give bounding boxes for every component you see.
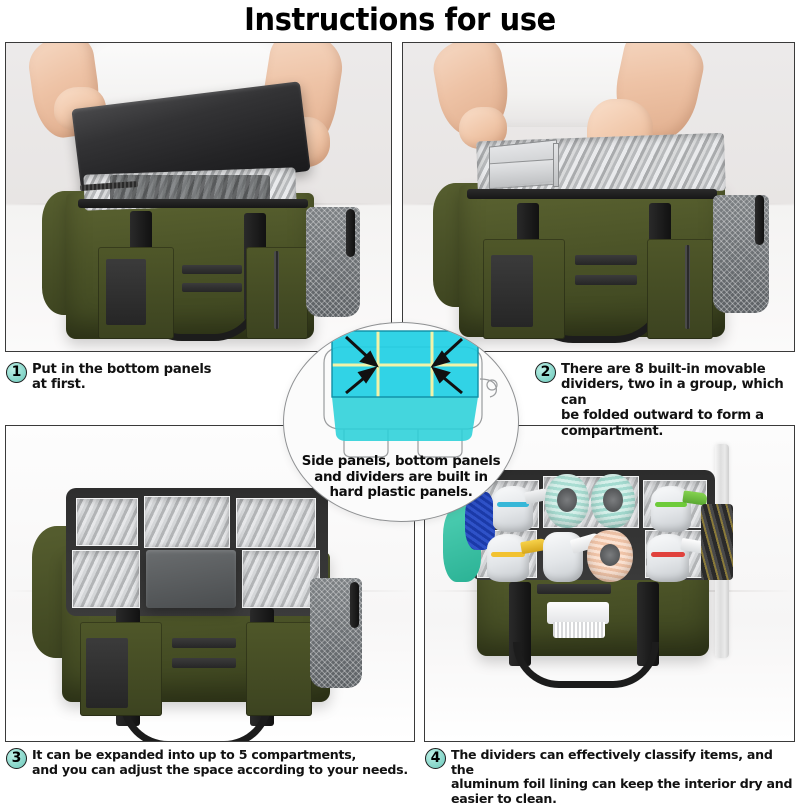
scene-1 xyxy=(6,43,391,351)
bag-top-rim xyxy=(467,189,717,199)
side-pocket-right xyxy=(647,239,713,339)
bottle-label-3 xyxy=(491,552,525,557)
step-2-photo xyxy=(402,42,795,352)
bag-top-rim xyxy=(78,199,308,208)
roll-core-3 xyxy=(600,544,620,566)
compartment-2 xyxy=(144,496,230,548)
arrow-bottom-left xyxy=(345,366,378,395)
interior-shadow xyxy=(110,175,270,203)
page-title: Instructions for use xyxy=(244,2,556,38)
side-zipper xyxy=(274,251,279,329)
caption-step-4: 4 The dividers can effectively classify … xyxy=(425,747,797,806)
velcro-flap xyxy=(491,255,533,327)
compartment-1 xyxy=(76,498,138,546)
bottle-label-1 xyxy=(497,502,529,507)
arrow-top-left xyxy=(344,335,379,368)
step-badge-3: 3 xyxy=(6,748,27,769)
arrow-top-right xyxy=(430,337,464,368)
bottle-label-5 xyxy=(651,552,685,557)
carry-handle-loop xyxy=(513,642,659,688)
shoulder-strap-clip xyxy=(755,195,764,245)
step-1-photo xyxy=(5,42,392,352)
caption-text-4: The dividers can effectively classify it… xyxy=(451,747,793,806)
step-badge-4: 4 xyxy=(425,748,446,769)
scene-3 xyxy=(6,426,414,741)
bottle-label-2 xyxy=(655,502,687,507)
scrub-brush xyxy=(547,602,609,624)
step-badge-1: 1 xyxy=(6,362,27,383)
side-tools-pocket xyxy=(701,504,733,580)
center-callout: Side panels, bottom panels and dividers … xyxy=(283,322,519,522)
caption-text-3: It can be expanded into up to 5 compartm… xyxy=(32,747,408,777)
tool-loop-strip-1 xyxy=(172,638,236,648)
scene-4 xyxy=(425,426,794,741)
center-bottom-panel xyxy=(146,550,236,608)
step-badge-2: 2 xyxy=(535,362,556,383)
panel-arrows xyxy=(344,335,464,395)
caption-text-2: There are 8 built-in movable dividers, t… xyxy=(561,362,784,439)
callout-diagram xyxy=(323,330,498,458)
velcro-flap xyxy=(106,259,146,325)
roll-core-1 xyxy=(557,488,577,512)
side-zipper xyxy=(685,245,690,329)
callout-caption: Side panels, bottom panels and dividers … xyxy=(301,454,501,501)
tool-loop-strip-1 xyxy=(182,265,242,274)
movable-divider-2 xyxy=(489,158,557,190)
shoulder-strap-clip xyxy=(350,582,359,628)
caption-step-3: 3 It can be expanded into up to 5 compar… xyxy=(6,747,418,777)
tool-loop-strip-2 xyxy=(575,275,637,285)
caption-step-2: 2 There are 8 built-in movable dividers,… xyxy=(535,362,797,439)
step-3-photo xyxy=(5,425,415,742)
roll-core-2 xyxy=(603,488,623,512)
compartment-4 xyxy=(72,550,140,608)
caption-text-1: Put in the bottom panels at first. xyxy=(32,362,212,393)
tool-loop-strip-2 xyxy=(182,283,242,292)
movable-divider-3 xyxy=(553,143,559,187)
shoulder-strap-clip xyxy=(346,209,355,257)
velcro-flap xyxy=(86,638,128,708)
arrow-bottom-right xyxy=(431,366,463,395)
tool-loop-strip-2 xyxy=(172,658,236,668)
step-4-photo xyxy=(424,425,795,742)
brush-bristles xyxy=(553,622,605,638)
tool-loop-strip-1 xyxy=(575,255,637,265)
compartment-3 xyxy=(236,498,316,548)
scene-2 xyxy=(403,43,794,351)
tool-loop-strip-1 xyxy=(537,584,611,594)
compartment-5 xyxy=(242,550,320,608)
side-pocket-right xyxy=(246,622,312,716)
caption-step-1: 1 Put in the bottom panels at first. xyxy=(6,362,296,393)
